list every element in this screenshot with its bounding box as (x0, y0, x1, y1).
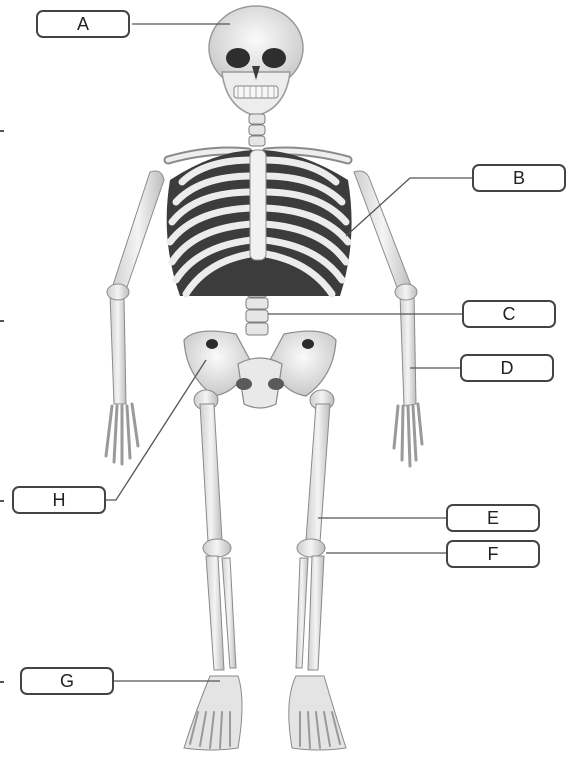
label-g: G (20, 667, 114, 695)
edge-tick (0, 500, 4, 502)
label-e: E (446, 504, 540, 532)
label-h: H (12, 486, 106, 514)
rib-cage (167, 150, 352, 296)
label-a: A (36, 10, 130, 38)
skull (209, 6, 303, 116)
edge-tick (0, 130, 4, 132)
edge-tick (0, 681, 4, 683)
label-f: F (446, 540, 540, 568)
feet (184, 676, 346, 750)
edge-tick (0, 320, 4, 322)
label-d: D (460, 354, 554, 382)
hands (106, 404, 422, 466)
label-b: B (472, 164, 566, 192)
label-c: C (462, 300, 556, 328)
legs (194, 390, 334, 670)
